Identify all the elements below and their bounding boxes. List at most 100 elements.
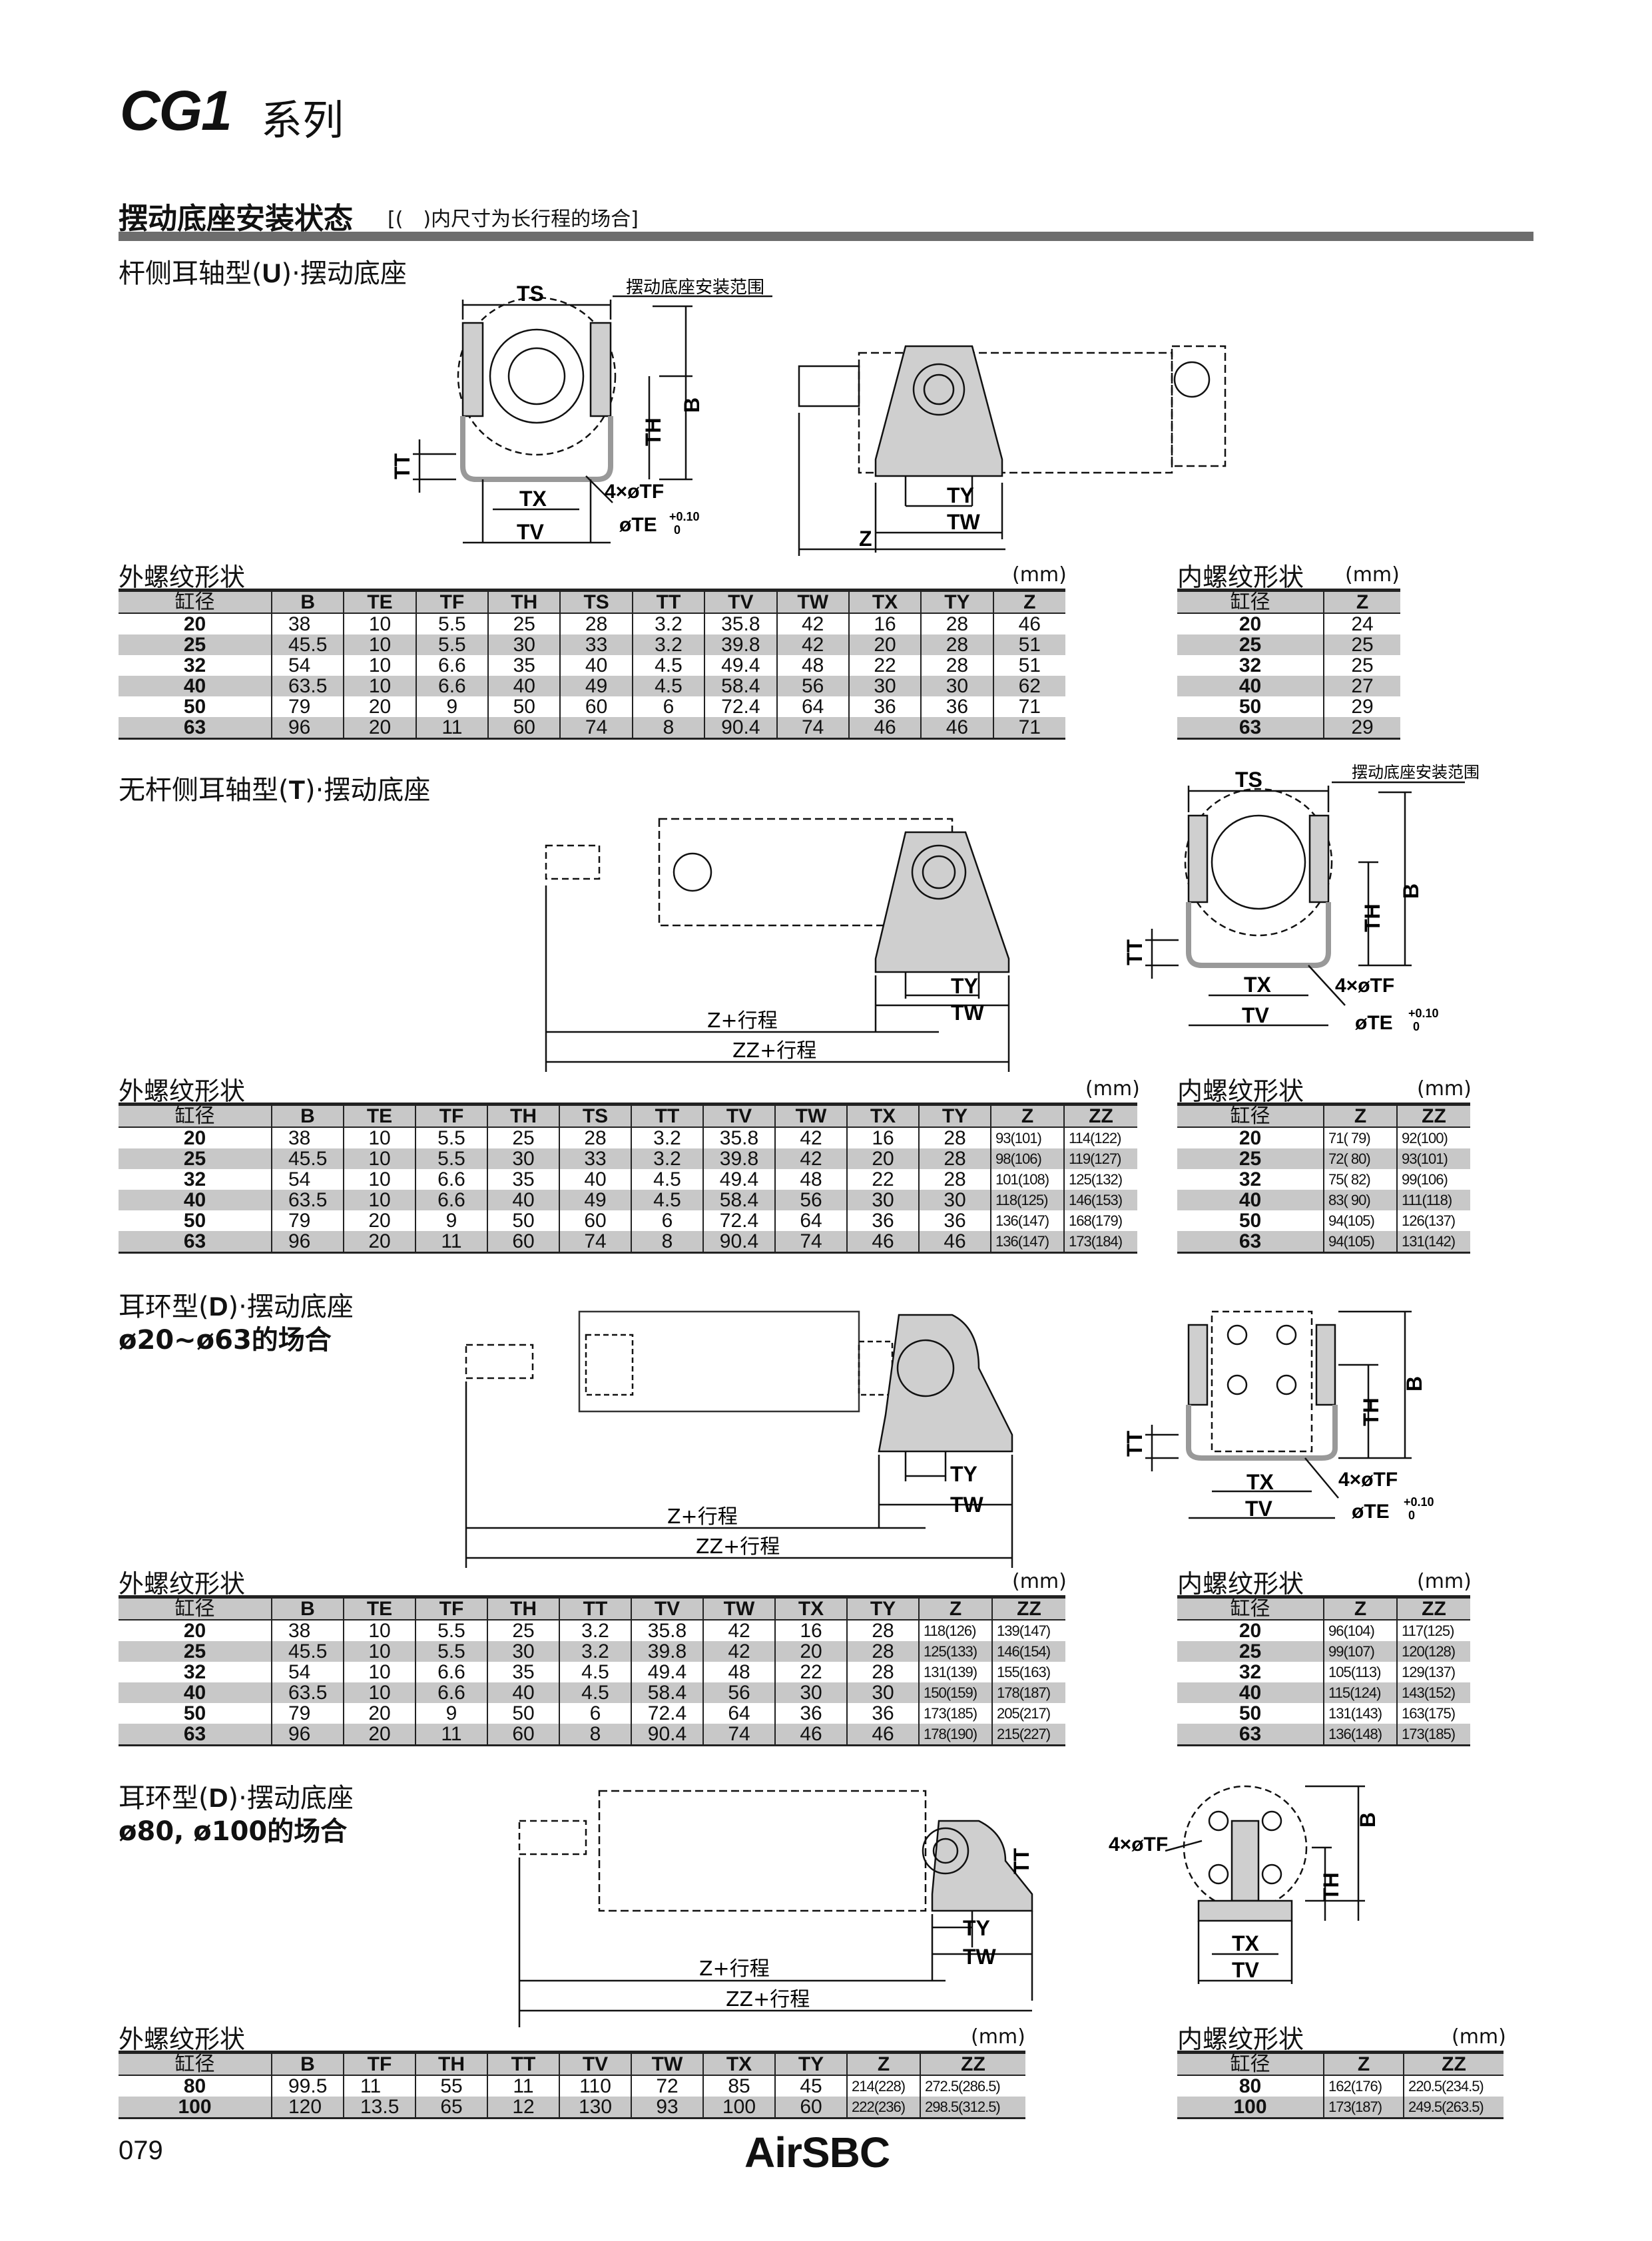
table-cell: 38 [271, 1620, 344, 1641]
table-cell: 28 [559, 1127, 631, 1148]
dim-tw-d2: TW [963, 1945, 997, 1969]
table-cell: 20 [848, 634, 922, 655]
table-cell: 13.5 [343, 2097, 415, 2119]
u-int-unit: (mm) [1345, 563, 1400, 587]
table-header-row: 缸径 Z ZZ [1177, 1103, 1470, 1128]
dim-z-stroke-d1: Z+行程 [667, 1505, 738, 1529]
col-header: ZZ [1396, 1103, 1470, 1128]
table-cell: 54 [271, 1662, 344, 1682]
table-cell: 35 [487, 1662, 559, 1682]
col-header: Z [1323, 1595, 1397, 1620]
table-cell: 90.4 [704, 717, 777, 740]
dim-tt-d1: TT [1123, 1430, 1147, 1457]
col-header: ZZ [1396, 1595, 1470, 1620]
table-cell: 105(113) [1323, 1662, 1397, 1682]
col-header: ZZ [1403, 2051, 1504, 2076]
col-header: Z [1323, 2051, 1404, 2076]
dim-tv-t: TV [1242, 1003, 1270, 1027]
table-cell: 272.5(286.5) [920, 2075, 1025, 2097]
dim-tv-d1: TV [1245, 1497, 1273, 1521]
table-cell: 32 [183, 655, 206, 676]
table-cell: 63 [119, 1231, 272, 1254]
dim-tv-d2: TV [1232, 1958, 1260, 1982]
table-header-row: 缸径 B TE TF TH TS TT TV TW TX TY Z ZZ [119, 1103, 1137, 1128]
subsection-title-d1: 耳环型(D)·摆动底座 [119, 1292, 354, 1322]
col-header: TE [343, 589, 416, 614]
table-cell: 162(176) [1323, 2075, 1404, 2097]
table-cell: 28 [846, 1662, 919, 1682]
table-cell: 16 [774, 1620, 847, 1641]
table-header-row: 缸径 Z ZZ [1177, 2051, 1504, 2076]
table-cell: 35 [487, 655, 561, 676]
col-header: Z [1323, 1103, 1397, 1128]
table-cell: 10 [343, 1662, 415, 1682]
table-cell: 146(154) [991, 1641, 1065, 1662]
t-ext-table-title: 外螺纹形状 [119, 1077, 246, 1106]
dim-tt-t: TT [1123, 939, 1147, 965]
table-cell: 30 [848, 676, 922, 696]
col-header: 缸径 [1177, 2051, 1324, 2076]
table-cell: 4.5 [559, 1662, 631, 1682]
table-cell: 99(106) [1396, 1169, 1470, 1190]
table-cell: 30 [846, 1682, 919, 1703]
table-cell: 48 [702, 1662, 775, 1682]
table-header-row: 缸径 B TE TF TH TS TT TV TW TX TY Z [119, 589, 1065, 614]
table-cell: 3.2 [631, 1148, 703, 1169]
table-cell: 85 [702, 2075, 775, 2097]
table-cell: 63 [1177, 717, 1324, 740]
table-cell: 49.4 [702, 1169, 775, 1190]
table-cell: 45.5 [271, 1641, 344, 1662]
col-header: Z [846, 2051, 920, 2076]
series-suffix: 系列 [261, 96, 344, 144]
table-cell: 11 [415, 717, 489, 740]
table-cell: 25 [119, 634, 272, 655]
table-cell: 9 [415, 1703, 487, 1724]
table-cell: 25 [119, 1148, 272, 1169]
dim-b-u: B [680, 397, 704, 413]
dim-4tf-d1: 4×øTF [1338, 1469, 1398, 1491]
d1-ext-table-title: 外螺纹形状 [119, 1569, 246, 1599]
table-cell: 46 [848, 717, 922, 740]
table-cell: 28 [918, 1127, 991, 1148]
table-cell: 20 [846, 1148, 919, 1169]
table-cell: 74 [776, 717, 849, 740]
table-cell: 20 [343, 1703, 415, 1724]
table-cell: 12 [487, 2097, 559, 2119]
table-cell: 298.5(312.5) [920, 2097, 1025, 2119]
u-ext-table-title: 外螺纹形状 [119, 563, 246, 592]
table-cell: 136(147) [990, 1210, 1064, 1231]
table-cell: 114(122) [1063, 1127, 1137, 1148]
table-cell: 79 [271, 1210, 344, 1231]
table-cell: 63.5 [271, 1190, 344, 1210]
table-cell: 16 [848, 613, 922, 634]
table-cell: 79 [270, 696, 344, 717]
table-cell: 49.4 [631, 1662, 703, 1682]
table-cell: 60 [487, 1724, 559, 1746]
table-cell: 42 [776, 613, 849, 634]
table-cell: 94(105) [1323, 1231, 1397, 1254]
table-cell: 25 [1177, 634, 1324, 655]
table-cell: 5.5 [415, 1148, 487, 1169]
col-header: TW [631, 2051, 703, 2076]
d2-int-unit: (mm) [1452, 2025, 1506, 2049]
dim-zz-stroke-d1: ZZ+行程 [696, 1535, 780, 1559]
table-cell: 48 [774, 1169, 847, 1190]
dim-tw-u: TW [947, 510, 981, 534]
table-cell: 136(147) [990, 1231, 1064, 1254]
table-cell: 100 [119, 2097, 272, 2119]
table-cell: 58.4 [702, 1190, 775, 1210]
table-cell: 249.5(263.5) [1403, 2097, 1504, 2119]
table-cell: 5.5 [415, 1641, 487, 1662]
